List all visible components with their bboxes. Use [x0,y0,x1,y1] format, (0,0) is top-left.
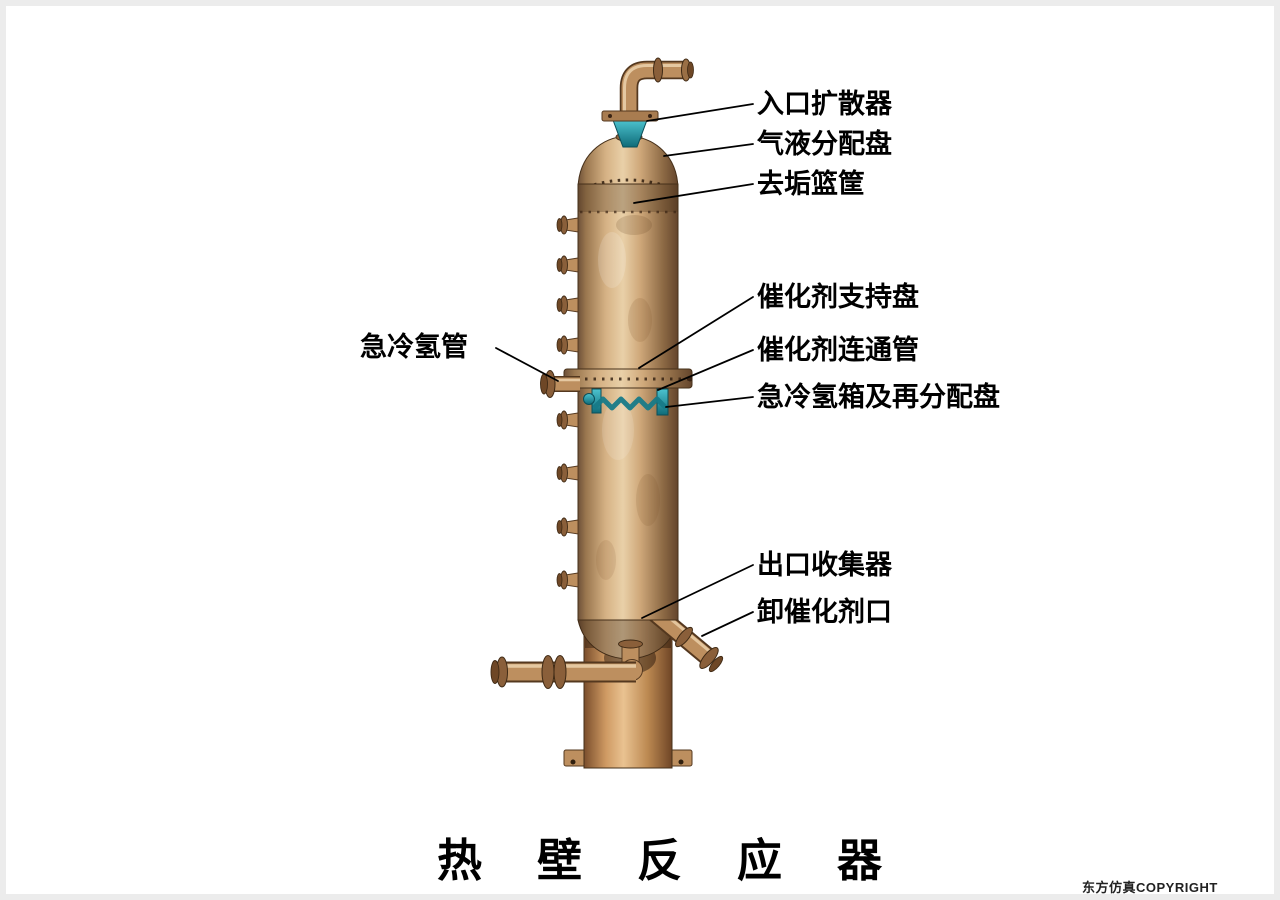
label-catalyst-support-tray: 催化剂支持盘 [757,282,919,312]
copyright-text: 东方仿真COPYRIGHT [1082,880,1218,895]
bottom-head [577,619,679,660]
label-outlet-collector: 出口收集器 [757,550,892,580]
inlet-flange-plate [601,110,659,122]
inlet-diffuser-fitting [601,110,659,148]
catalyst-support-flange-band [563,368,693,389]
label-catalyst-connecting-pipe: 催化剂连通管 [757,335,919,365]
quench-valve-teal [583,393,595,405]
leader-descaling-basket [633,183,754,204]
diagram-title: 热壁反应器 [437,836,938,886]
leader-quench-box [665,396,754,408]
leader-lines [495,103,754,637]
bottom-outlet-pipe [490,639,643,689]
label-quench-hydrogen-pipe: 急冷氢管 [360,332,468,362]
side-nozzles [556,215,579,590]
leader-gas-liquid-tray [663,143,754,157]
leader-catalyst-unloading-port [701,611,754,637]
label-quench-box-redistribution: 急冷氢箱及再分配盘 [757,382,1000,412]
leader-inlet-diffuser [646,103,754,122]
leader-catalyst-connecting-pipe [657,349,754,391]
leader-quench-hydrogen-pipe [495,347,559,382]
leader-catalyst-support-tray [638,296,754,369]
top-inlet-pipe [619,57,694,116]
outlet-pipe-flange [553,655,567,689]
shell-texture [596,215,660,580]
leader-outlet-collector [641,564,754,619]
label-gas-liquid-tray: 气液分配盘 [757,129,892,159]
top-pipe-flange-ring [653,57,663,83]
label-descaling-basket: 去垢篮筐 [757,169,865,199]
label-catalyst-unloading-port: 卸催化剂口 [757,597,892,627]
label-inlet-diffuser: 入口扩散器 [757,89,892,119]
